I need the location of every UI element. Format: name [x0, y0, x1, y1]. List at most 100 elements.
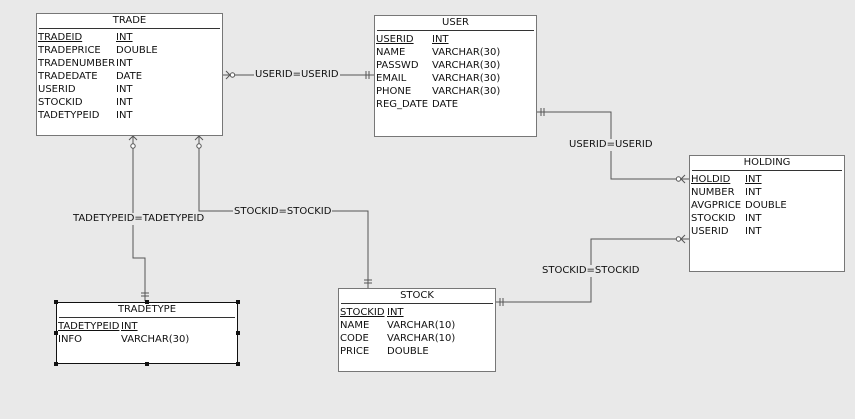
field-row[interactable]: INFO VARCHAR(30)	[57, 333, 237, 346]
resize-handle-e[interactable]	[236, 331, 240, 335]
field-name: TADETYPEID	[58, 321, 120, 332]
field-type: INT	[116, 32, 133, 43]
field-row[interactable]: HOLDID INT	[690, 173, 844, 186]
field-type: VARCHAR(30)	[121, 334, 190, 345]
field-type: DOUBLE	[387, 346, 429, 357]
field-type: INT	[745, 174, 762, 185]
field-name: HOLDID	[691, 174, 731, 185]
rel-label-trade-tradetype: TADETYPEID=TADETYPEID	[72, 213, 206, 225]
field-name: STOCKID	[38, 97, 83, 108]
field-row[interactable]: CODE VARCHAR(10)	[339, 332, 495, 345]
rel-label-user-holding: USERID=USERID	[568, 139, 654, 151]
field-row[interactable]: TADETYPEID INT	[37, 109, 222, 122]
field-name: NAME	[340, 320, 370, 331]
rel-label-trade-user: USERID=USERID	[254, 69, 340, 81]
field-row[interactable]: USERID INT	[690, 225, 844, 238]
field-name: PRICE	[340, 346, 370, 357]
resize-handle-sw[interactable]	[54, 362, 58, 366]
field-type: VARCHAR(10)	[387, 333, 456, 344]
field-name: AVGPRICE	[691, 200, 742, 211]
field-row[interactable]: USERID INT	[375, 33, 536, 46]
field-row[interactable]: STOCKID INT	[37, 96, 222, 109]
field-type: VARCHAR(30)	[432, 60, 501, 71]
field-row[interactable]: TRADEPRICE DOUBLE	[37, 44, 222, 57]
field-name: TRADEPRICE	[38, 45, 101, 56]
entity-trade[interactable]: TRADE TRADEID INT TRADEPRICE DOUBLE TRADEN…	[36, 13, 223, 136]
field-type: VARCHAR(30)	[432, 86, 501, 97]
field-row[interactable]: PASSWD VARCHAR(30)	[375, 59, 536, 72]
rel-label-stock-holding: STOCKID=STOCKID	[541, 265, 641, 277]
field-type: INT	[116, 84, 133, 95]
field-type: VARCHAR(30)	[432, 73, 501, 84]
rel-label-trade-stock: STOCKID=STOCKID	[233, 206, 333, 218]
field-row[interactable]: TRADEID INT	[37, 31, 222, 44]
field-type: INT	[121, 321, 138, 332]
field-row[interactable]: NUMBER INT	[690, 186, 844, 199]
field-name: TRADEID	[38, 32, 83, 43]
entity-title: TRADE	[39, 14, 220, 29]
entity-title: TRADETYPE	[59, 303, 235, 318]
field-type: VARCHAR(30)	[432, 47, 501, 58]
field-name: REG_DATE	[376, 99, 429, 110]
field-type: INT	[745, 226, 762, 237]
field-name: USERID	[38, 84, 76, 95]
resize-handle-s[interactable]	[145, 362, 149, 366]
field-type: INT	[116, 97, 133, 108]
entity-title: USER	[377, 16, 534, 31]
field-name: PASSWD	[376, 60, 419, 71]
field-type: INT	[432, 34, 449, 45]
resize-handle-nw[interactable]	[54, 300, 58, 304]
entity-user[interactable]: USER USERID INT NAME VARCHAR(30) PASSWD VAR…	[374, 15, 537, 137]
field-type: INT	[387, 307, 404, 318]
field-type: DATE	[116, 71, 143, 82]
resize-handle-n[interactable]	[145, 300, 149, 304]
field-row[interactable]: PRICE DOUBLE	[339, 345, 495, 358]
field-row[interactable]: NAME VARCHAR(10)	[339, 319, 495, 332]
resize-handle-se[interactable]	[236, 362, 240, 366]
field-name: PHONE	[376, 86, 412, 97]
field-name: EMAIL	[376, 73, 407, 84]
field-name: NUMBER	[691, 187, 735, 198]
field-name: USERID	[691, 226, 729, 237]
field-row[interactable]: TRADEDATE DATE	[37, 70, 222, 83]
field-name: STOCKID	[340, 307, 385, 318]
field-name: TRADENUMBER	[38, 58, 116, 69]
field-name: TADETYPEID	[38, 110, 100, 121]
field-type: VARCHAR(10)	[387, 320, 456, 331]
field-type: DATE	[432, 99, 459, 110]
entity-title: STOCK	[341, 289, 493, 304]
field-row[interactable]: NAME VARCHAR(30)	[375, 46, 536, 59]
field-type: DOUBLE	[116, 45, 158, 56]
field-type: INT	[116, 58, 133, 69]
field-list: USERID INT NAME VARCHAR(30) PASSWD VARCHAR(…	[375, 31, 536, 111]
field-name: USERID	[376, 34, 414, 45]
rel-line-trade-tradetype	[132, 136, 146, 301]
field-row[interactable]: EMAIL VARCHAR(30)	[375, 72, 536, 85]
field-type: INT	[745, 213, 762, 224]
field-name: STOCKID	[691, 213, 736, 224]
resize-handle-w[interactable]	[54, 331, 58, 335]
field-type: INT	[745, 187, 762, 198]
field-row[interactable]: USERID INT	[37, 83, 222, 96]
field-type: INT	[116, 110, 133, 121]
field-name: INFO	[58, 334, 83, 345]
resize-handle-ne[interactable]	[236, 300, 240, 304]
field-type: DOUBLE	[745, 200, 787, 211]
field-row[interactable]: PHONE VARCHAR(30)	[375, 85, 536, 98]
field-name: TRADEDATE	[38, 71, 98, 82]
field-name: CODE	[340, 333, 369, 344]
field-name: NAME	[376, 47, 406, 58]
field-row[interactable]: STOCKID INT	[690, 212, 844, 225]
